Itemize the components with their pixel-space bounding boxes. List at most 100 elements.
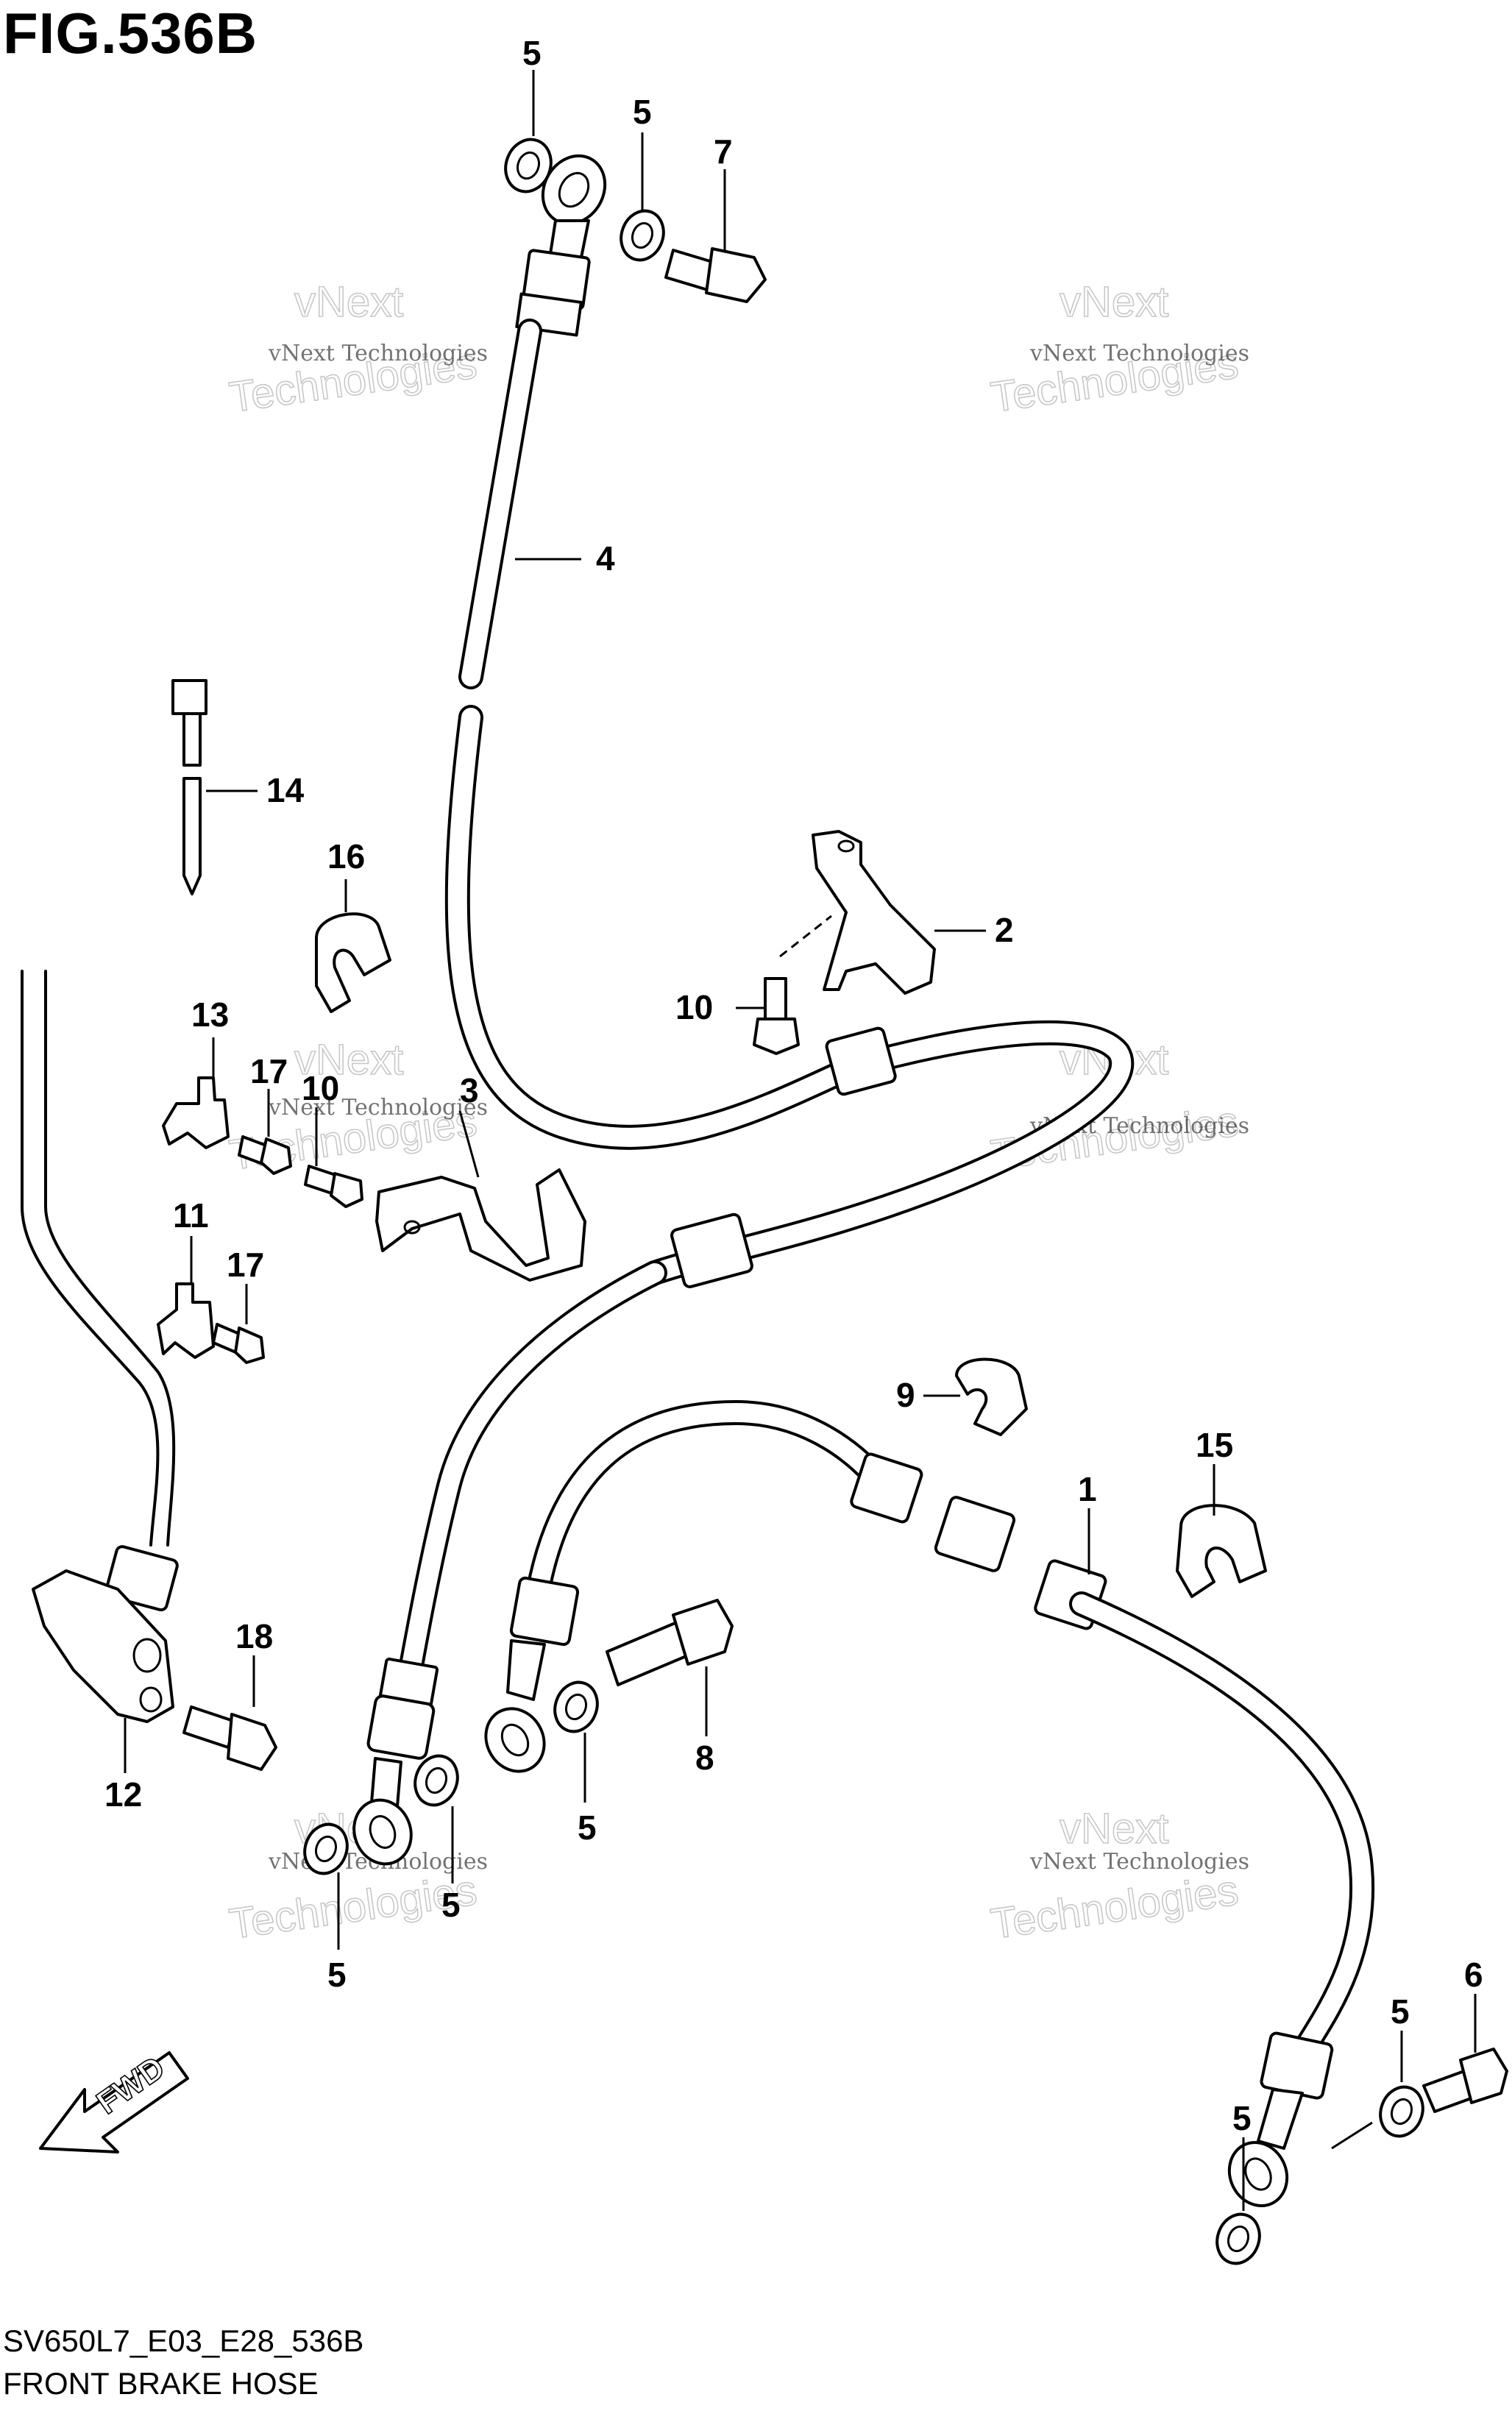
callout-13: 13	[191, 995, 229, 1034]
figure-code: SV650L7_E03_E28_536B	[3, 2323, 364, 2358]
part-4-upper-hose	[444, 154, 866, 1150]
callout-4: 4	[596, 539, 615, 578]
fwd-arrow-icon	[39, 2051, 189, 2153]
callout-1: 1	[1078, 1470, 1097, 1508]
washer-5e-hole	[564, 1693, 588, 1721]
callout-18: 18	[235, 1617, 273, 1655]
grommet-middle	[670, 1212, 753, 1289]
cable-tie-strap-upper	[182, 712, 202, 767]
watermark-6: vNext Technologies vNext Technologies	[987, 1804, 1249, 1948]
sensor-hole-lower	[139, 1686, 163, 1713]
callout-5-top-b: 5	[633, 93, 652, 131]
washer-5d	[303, 1822, 349, 1875]
figure-title: FIG.536B	[3, 1, 258, 65]
callout-7: 7	[714, 132, 733, 171]
washer-5d-hole	[314, 1835, 338, 1863]
hose-1-upper-arc-inner	[528, 1403, 892, 1606]
callouts: 5 5 7 4 14 16 2 10 13 17 10 3 11 17 9 15…	[104, 34, 1483, 2137]
washer-5g-hole	[1227, 2225, 1250, 2253]
bracket-3	[375, 1168, 586, 1282]
sensor-lead-left	[21, 970, 160, 1547]
washer-5a-hole	[516, 151, 541, 180]
fwd-direction-badge: FWD	[39, 2049, 189, 2153]
bolt-8-shank	[606, 1621, 689, 1686]
figure-name: FRONT BRAKE HOSE	[3, 2366, 319, 2401]
bolt-6	[1422, 2048, 1508, 2113]
clamp-16	[315, 912, 391, 1013]
washer-5b-hole	[631, 221, 654, 249]
callout-10-left: 10	[302, 1069, 339, 1107]
cable-tie-strap-lower	[182, 777, 202, 895]
brackets	[157, 830, 1267, 1598]
washers	[303, 138, 1424, 2265]
banjo-eye-left	[352, 1798, 413, 1866]
banjo-neck-top	[549, 219, 590, 259]
callout-2: 2	[995, 911, 1014, 949]
callout-6: 6	[1464, 1956, 1483, 1994]
callout-5-mid-b: 5	[441, 1886, 461, 1924]
bolt-18-shank	[182, 1705, 237, 1749]
fitting-right-lower	[1260, 2031, 1334, 2100]
bolt-17-upper	[238, 1135, 292, 1175]
bolt-10-right-head	[753, 1018, 800, 1055]
bracket-11	[157, 1282, 215, 1359]
washer-5g	[1215, 2212, 1261, 2265]
bolt-8-head	[672, 1599, 734, 1666]
clamp-15	[1176, 1504, 1267, 1598]
bracket-13	[162, 1076, 230, 1149]
watermark-mid-left-big-a: vNext	[294, 1036, 403, 1084]
fitting-1-top	[509, 1576, 580, 1647]
callout-8: 8	[695, 1739, 714, 1777]
banjo-neck-right	[1257, 2088, 1304, 2150]
banjo-neck-1-top	[506, 1639, 546, 1701]
watermark-top-left-small: vNext Technologies	[268, 341, 488, 366]
washer-5f-hole	[1390, 2098, 1413, 2126]
watermark-top-right-small: vNext Technologies	[1029, 341, 1249, 366]
callout-12: 12	[104, 1775, 142, 1814]
hose-upper-loop	[352, 1020, 1135, 1866]
bracket-2-leader	[779, 915, 832, 958]
watermark-top-left-big-a: vNext	[294, 278, 403, 326]
washer-5e	[553, 1680, 599, 1733]
callout-16: 16	[327, 837, 365, 876]
callout-17-upper: 17	[250, 1052, 288, 1090]
bracket-2-hole	[837, 839, 855, 853]
hose-down-left-inner	[391, 1263, 664, 1731]
banjo-eye-top-hole	[558, 171, 590, 208]
callout-5-top-a: 5	[522, 34, 542, 72]
watermark-bottom-right-big-a: vNext	[1060, 1805, 1168, 1853]
bolt-17-lower-head	[234, 1327, 265, 1364]
bolt-18	[182, 1705, 277, 1771]
callout-9: 9	[896, 1376, 915, 1414]
callout-3: 3	[460, 1071, 479, 1109]
bracket-2	[812, 830, 936, 995]
sleeve-1b	[934, 1496, 1016, 1572]
fitting-left-lower-nut	[366, 1694, 436, 1760]
bolt-6-head	[1459, 2048, 1508, 2104]
washer-5a	[504, 138, 553, 193]
banjo-eye-1-top-hole	[500, 1723, 530, 1757]
bolt-10-right-shank	[764, 977, 787, 1024]
loop-hose-inner	[645, 1023, 1132, 1282]
bolt-7-head	[705, 247, 767, 303]
cable-tie-head	[171, 679, 207, 715]
callout-5-right-b: 5	[1232, 2099, 1252, 2137]
hose-1-lower-arc-inner	[1072, 1594, 1372, 2062]
part-1-lower-hose	[484, 1400, 1375, 2207]
callout-5-low-left: 5	[327, 1956, 347, 1994]
bolts	[182, 247, 1508, 2113]
bolt-18-head	[227, 1713, 277, 1771]
callout-17-lower: 17	[227, 1246, 264, 1284]
callout-5-mid-a: 5	[578, 1808, 597, 1847]
leader-lines	[124, 70, 1477, 2211]
part-14-cable-tie	[171, 679, 207, 895]
hose-4-lower-section-inner	[447, 708, 863, 1147]
bracket-3-hole	[403, 1220, 421, 1235]
callout-11: 11	[173, 1196, 209, 1235]
sleeve-1a	[850, 1452, 923, 1524]
watermark-2: vNext Technologies vNext Technologies	[987, 277, 1249, 422]
bolt-17-lower	[212, 1323, 265, 1364]
banjo-eye-right-hole	[1244, 2157, 1272, 2191]
